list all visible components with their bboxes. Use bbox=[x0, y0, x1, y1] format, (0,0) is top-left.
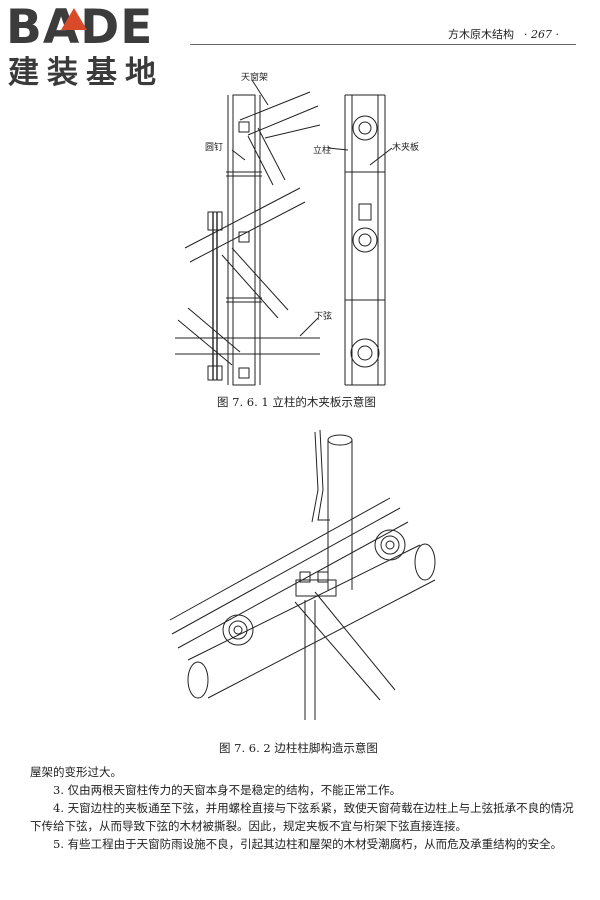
label-bottom-chord: 下弦 bbox=[314, 312, 333, 322]
page-number: · 267 · bbox=[524, 28, 559, 41]
post-left bbox=[232, 94, 256, 386]
bade-logo: BADE 建装基地 bbox=[6, 2, 186, 94]
logo-subtitle: 建装基地 bbox=[8, 55, 164, 91]
header-rule bbox=[190, 44, 576, 45]
figure-caption-7-6-2: 图 7. 6. 2 边柱柱脚构造示意图 bbox=[219, 741, 378, 755]
logo-red-triangle bbox=[61, 8, 87, 30]
running-header: 方木原木结构 · 267 · bbox=[448, 26, 559, 42]
body-text: 屋架的变形过大。 3. 仅由两根天窗柱传力的天窗本身不是稳定的结构，不能正常工作… bbox=[30, 763, 585, 853]
label-post: 立柱 bbox=[313, 146, 332, 156]
label-skylight-frame: 天窗架 bbox=[241, 73, 269, 83]
label-nail: 圆钉 bbox=[205, 143, 224, 153]
paragraph-continuation: 屋架的变形过大。 bbox=[30, 765, 122, 779]
figure-caption-7-6-1: 图 7. 6. 1 立柱的木夹板示意图 bbox=[217, 395, 376, 409]
label-clamp: 木夹板 bbox=[392, 143, 420, 153]
paragraph-5: 5. 有些工程由于天窗防雨设施不良，引起其边柱和屋架的木材受潮腐朽，从而危及承重… bbox=[53, 837, 563, 851]
header-title: 方木原木结构 bbox=[448, 28, 514, 41]
paragraph-3: 3. 仅由两根天窗柱传力的天窗本身不是稳定的结构，不能正常工作。 bbox=[53, 783, 402, 797]
paragraph-4: 4. 天窗边柱的夹板通至下弦，并用螺栓直接与下弦系紧，致使天窗荷载在边柱上与上弦… bbox=[30, 801, 574, 833]
